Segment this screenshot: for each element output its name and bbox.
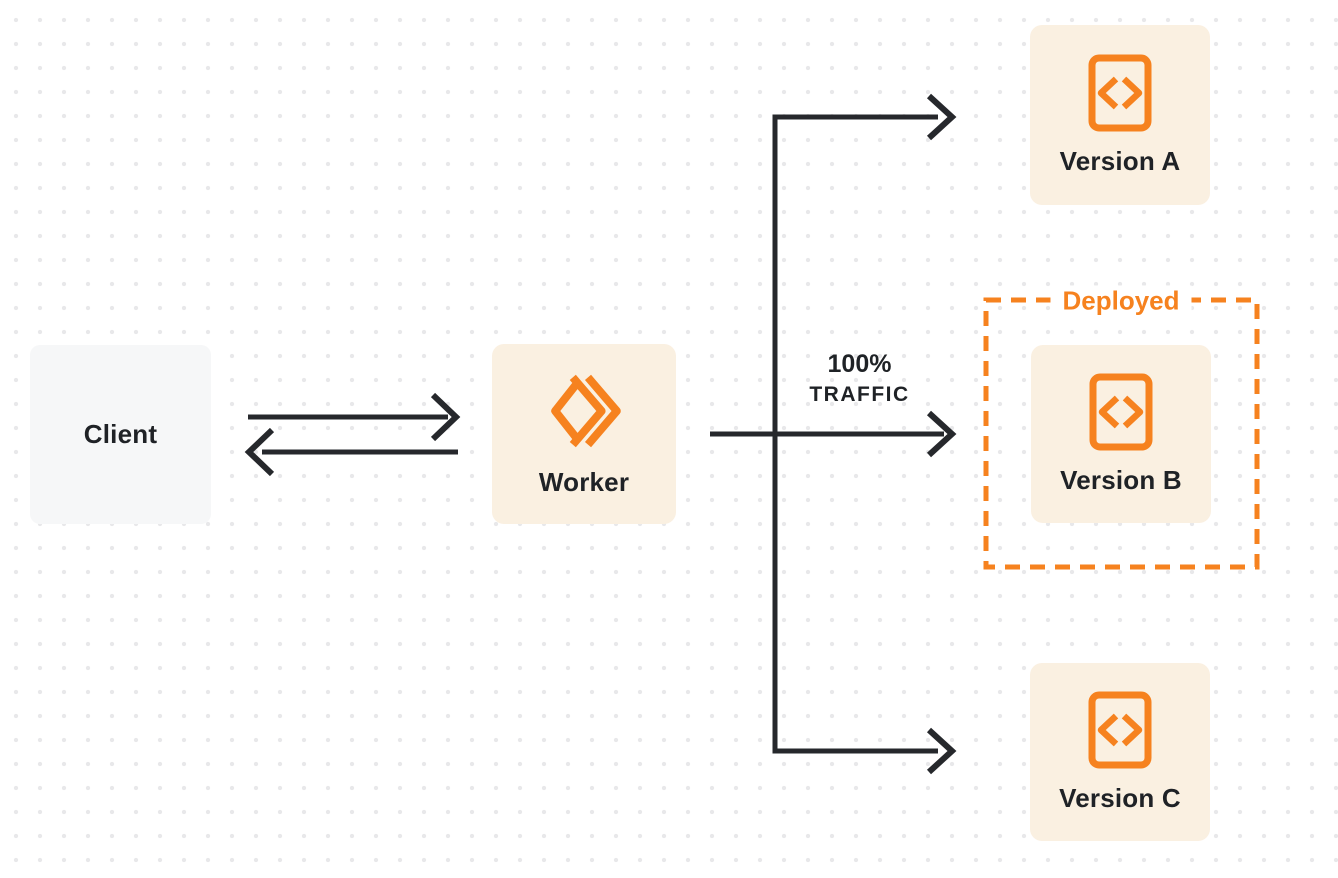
branch-trunk-line: [772, 114, 938, 754]
version-a-node: Version A: [1030, 25, 1210, 205]
traffic-percent-text: 100%: [827, 350, 892, 378]
code-file-icon: [1088, 54, 1152, 132]
arrowhead-to-version-a: [926, 93, 957, 141]
traffic-word-text: TRAFFIC: [809, 383, 910, 406]
deployed-label: Deployed: [1050, 285, 1192, 317]
worker-node: Worker: [492, 344, 676, 524]
arrow-client-to-worker: [248, 392, 461, 442]
code-file-icon: [1088, 691, 1152, 769]
client-label: Client: [83, 419, 158, 449]
worker-label: Worker: [538, 466, 630, 497]
arrowhead-to-version-c: [926, 727, 957, 775]
traffic-label: 100% TRAFFIC: [787, 349, 932, 411]
version-b-node: Version B: [1031, 345, 1211, 523]
version-c-node: Version C: [1030, 663, 1210, 841]
code-file-icon: [1089, 373, 1153, 451]
version-a-label: Version A: [1059, 145, 1181, 176]
version-b-label: Version B: [1060, 464, 1182, 495]
version-c-label: Version C: [1059, 782, 1181, 813]
workers-logo-icon: [544, 371, 624, 451]
arrow-worker-to-version-b: [710, 410, 957, 458]
client-node: Client: [30, 345, 211, 524]
arrow-worker-to-client: [244, 427, 458, 477]
